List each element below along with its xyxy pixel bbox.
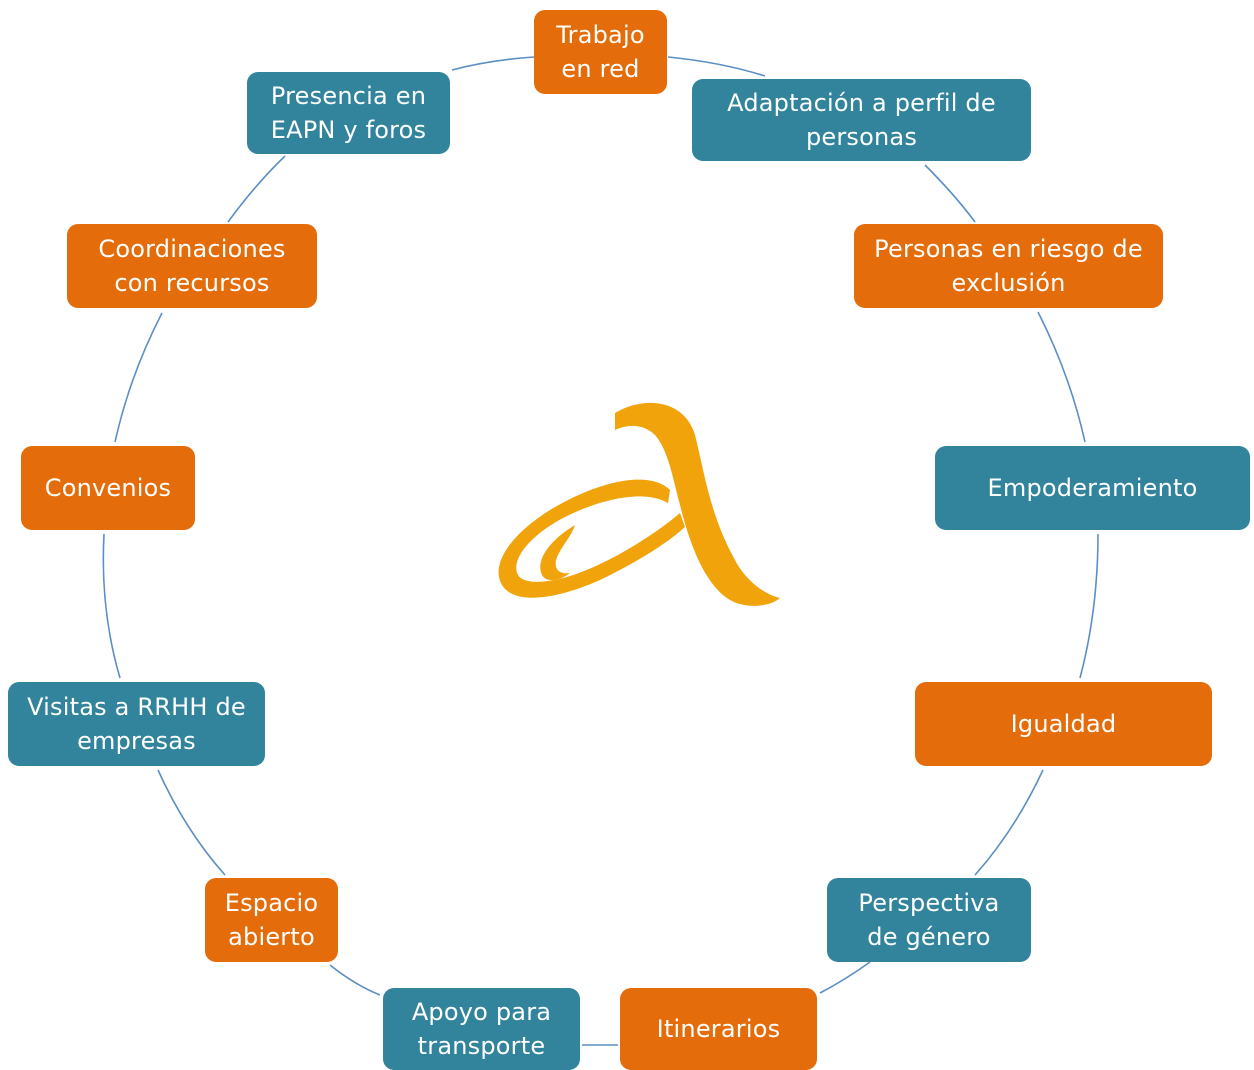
- connector-line: [227, 155, 286, 223]
- connector-line: [924, 164, 976, 223]
- connector-line: [1037, 311, 1086, 443]
- connector-line: [102, 533, 121, 679]
- node-igualdad: Igualdad: [915, 682, 1212, 766]
- connector-line: [451, 56, 535, 71]
- node-presencia-eapn-foros: Presencia en EAPN y foros: [247, 72, 450, 154]
- node-espacio-abierto: Espacio abierto: [205, 878, 338, 962]
- alpha-lambda-logo-icon: [498, 402, 780, 606]
- logo-stroke: [498, 479, 685, 598]
- node-itinerarios: Itinerarios: [620, 988, 817, 1070]
- node-empoderamiento: Empoderamiento: [935, 446, 1250, 530]
- logo-stroke: [615, 402, 780, 606]
- node-convenios: Convenios: [21, 446, 195, 530]
- connector-line: [157, 769, 226, 876]
- logo-stroke: [540, 525, 575, 581]
- node-apoyo-transporte: Apoyo para transporte: [383, 988, 580, 1070]
- node-visitas-rrhh-empresas: Visitas a RRHH de empresas: [8, 682, 265, 766]
- connector-line: [974, 769, 1044, 876]
- connector-line: [667, 56, 766, 77]
- node-personas-riesgo-exclusion: Personas en riesgo de exclusión: [854, 224, 1163, 308]
- node-coordinaciones-recursos: Coordinaciones con recursos: [67, 224, 317, 308]
- connector-line: [114, 312, 163, 443]
- connector-line: [329, 964, 381, 996]
- node-perspectiva-genero: Perspectiva de género: [827, 878, 1031, 962]
- connector-line: [819, 961, 871, 994]
- node-trabajo-en-red: Trabajo en red: [534, 10, 667, 94]
- connector-line: [1079, 533, 1099, 679]
- node-adaptacion-perfil-personas: Adaptación a perfil de personas: [692, 79, 1031, 161]
